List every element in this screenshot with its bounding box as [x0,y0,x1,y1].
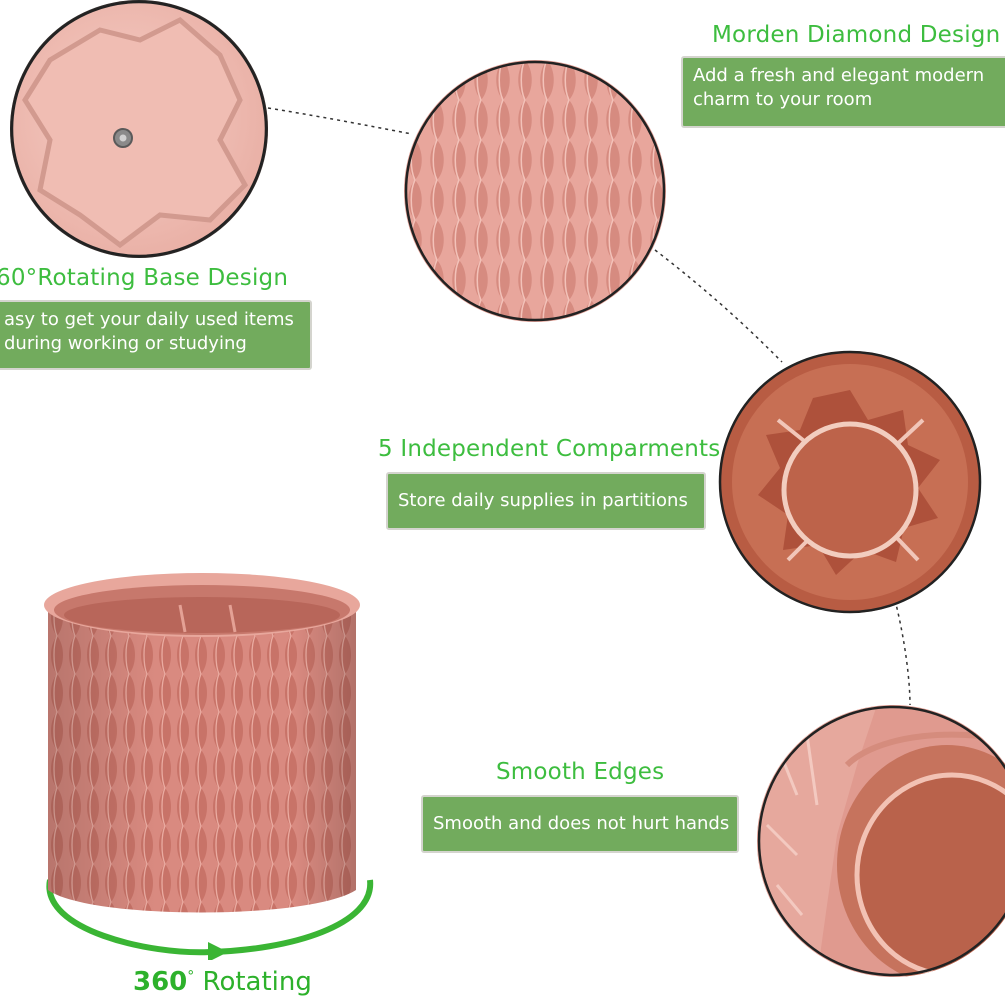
diamond-desc-line2: charm to your room [693,89,873,110]
edges-photo [757,705,1005,977]
connector-compartments-to-edges [894,599,911,706]
smooth-edges-title: Smooth Edges [496,759,665,785]
base-detail-photo [10,0,268,258]
rotating-label: 360° Rotating [133,967,312,997]
diamond-design-description: Add a fresh and elegant modern charm to … [681,56,1005,128]
diamond-design-title: Morden Diamond Design [712,22,1001,48]
smooth-edges-description: Smooth and does not hurt hands [421,795,739,853]
rotating-base-title: 60°Rotating Base Design [0,265,289,291]
rotating-word: Rotating [202,967,312,997]
diamond-texture-photo [404,60,666,322]
connector-diamond-to-compartments [654,249,783,363]
connector-base-to-diamond [267,107,413,135]
compartments-description: Store daily supplies in partitions [386,472,706,530]
rotating-base-description: asy to get your daily used items during … [0,300,312,370]
diamond-desc-line1: Add a fresh and elegant modern [693,65,985,86]
compartments-photo [718,350,982,614]
degree-symbol: ° [187,968,195,985]
rotating-base-desc-line2: during working or studying [4,333,247,354]
rotating-base-desc-line1: asy to get your daily used items [4,309,294,330]
compartments-title: 5 Independent Comparments [378,436,721,462]
rotation-arrowhead [208,942,228,960]
product-pen-holder [44,573,374,960]
rotating-degrees: 360 [133,967,188,997]
